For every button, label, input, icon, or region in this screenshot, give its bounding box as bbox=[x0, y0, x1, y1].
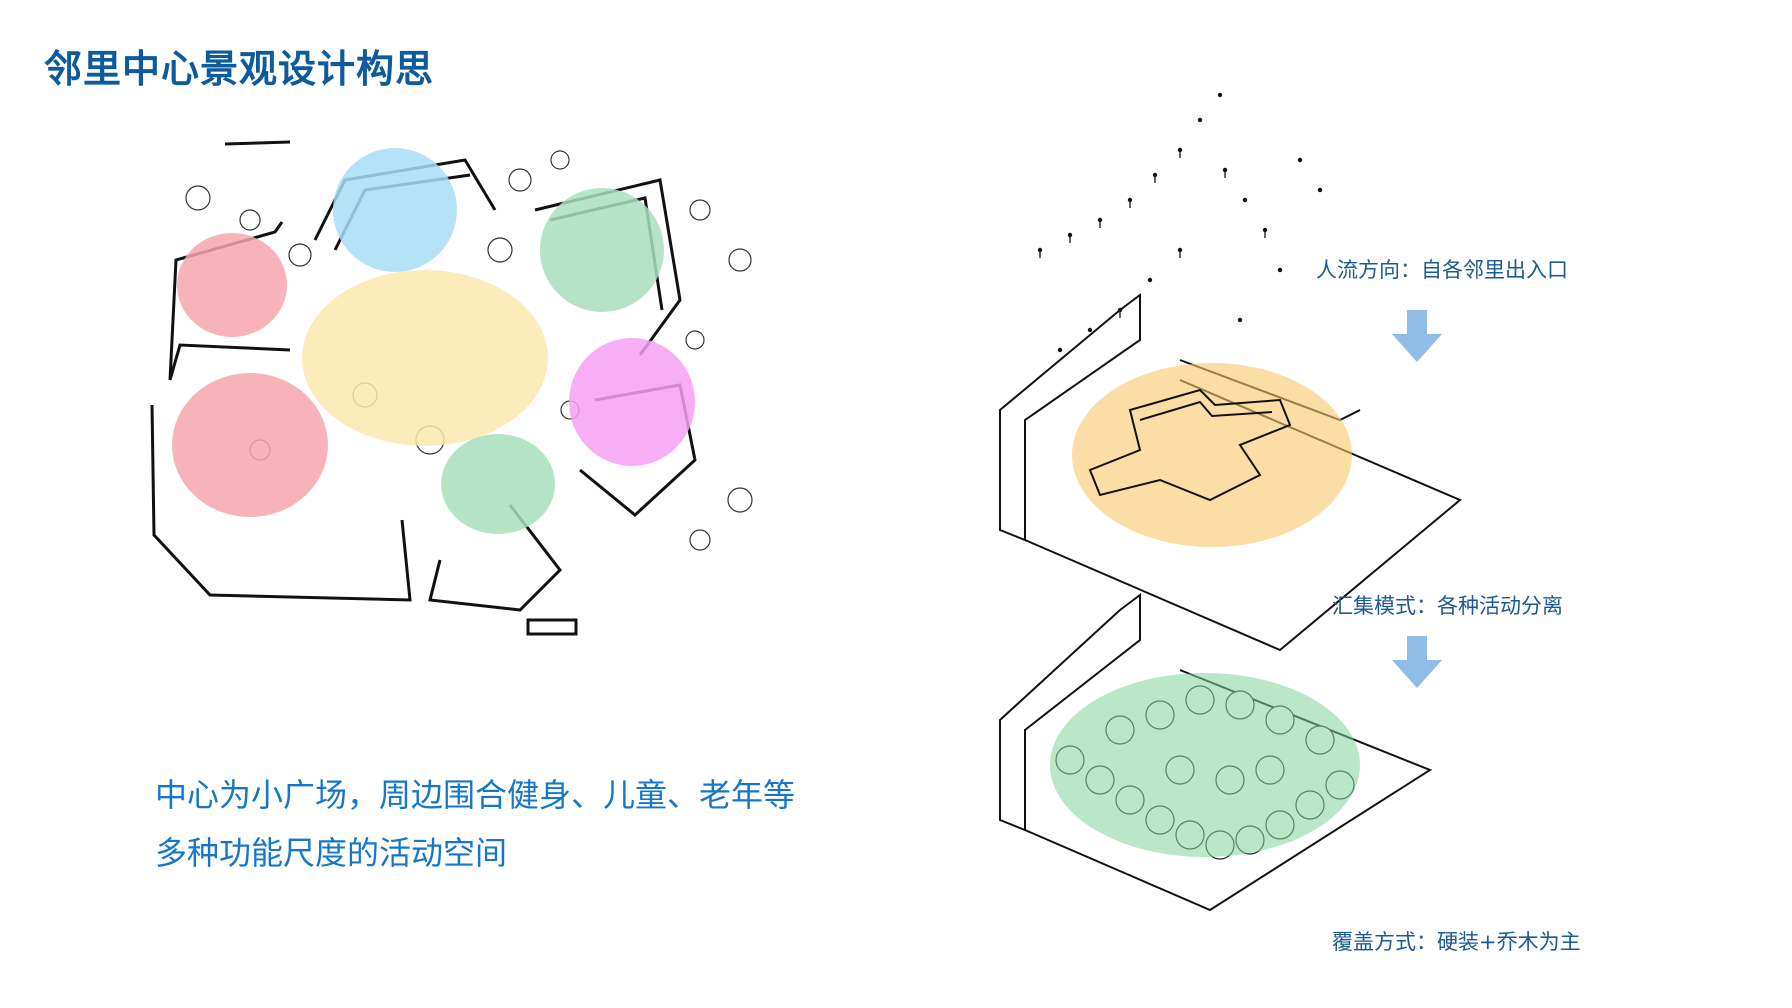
zone-magenta bbox=[569, 338, 695, 466]
step-label-people-flow: 人流方向：自各邻里出入口 bbox=[1316, 258, 1568, 282]
layer3-building bbox=[999, 593, 1141, 832]
zone-red-large bbox=[172, 373, 328, 517]
plaza-wall bbox=[1088, 388, 1292, 502]
people-mark bbox=[1242, 197, 1248, 203]
people-mark bbox=[1317, 187, 1323, 193]
people-mark bbox=[1297, 157, 1303, 163]
down-arrow-icon bbox=[1392, 310, 1442, 362]
caption-line-1: 中心为小广场，周边围合健身、儿童、老年等 bbox=[155, 776, 796, 814]
zone-yellow-center bbox=[302, 270, 548, 446]
step-label-coverage: 覆盖方式：硬装+乔木为主 bbox=[1332, 930, 1581, 954]
plan-tree-mark bbox=[288, 243, 312, 267]
plan-wall-w bbox=[168, 343, 291, 381]
plan-wall-se bbox=[428, 504, 562, 612]
plan-tree-mark bbox=[728, 248, 752, 272]
plan-tree-mark bbox=[550, 150, 570, 170]
people-flow-layer bbox=[1037, 92, 1323, 353]
plan-tree-mark bbox=[689, 199, 711, 221]
plan-tree-mark bbox=[185, 185, 211, 211]
site-plan bbox=[150, 140, 753, 636]
step-label-gathering: 汇集模式：各种活动分离 bbox=[1332, 594, 1563, 618]
plan-tree-mark bbox=[239, 209, 261, 231]
down-arrow-icon bbox=[1392, 636, 1442, 688]
people-mark bbox=[1237, 317, 1243, 323]
zone-green-s bbox=[441, 434, 555, 534]
caption-line-2: 多种功能尺度的活动空间 bbox=[155, 834, 508, 872]
plan-tree-mark bbox=[487, 237, 513, 263]
page-title: 邻里中心景观设计构思 bbox=[44, 47, 435, 91]
plan-tree-mark bbox=[727, 487, 753, 513]
people-mark bbox=[1147, 277, 1153, 283]
people-mark bbox=[1197, 117, 1203, 123]
zone-tree-cover bbox=[1050, 673, 1360, 857]
layer2-building bbox=[999, 293, 1141, 542]
plan-tree-mark bbox=[508, 168, 532, 192]
plan-tree-mark bbox=[689, 529, 711, 551]
zone-red-small bbox=[177, 233, 287, 337]
people-mark bbox=[1087, 327, 1093, 333]
plan-bench bbox=[526, 618, 578, 636]
plan-wall-sw bbox=[150, 404, 412, 602]
zone-blue bbox=[333, 148, 457, 272]
plaza-wall-inner bbox=[1139, 400, 1273, 421]
zone-green-ne bbox=[540, 188, 664, 312]
people-mark bbox=[1277, 267, 1283, 273]
plan-wall-top bbox=[224, 140, 291, 146]
axonometric-diagram bbox=[999, 92, 1462, 912]
zone-gather-plaza bbox=[1072, 363, 1352, 547]
people-mark bbox=[1217, 92, 1223, 98]
plan-tree-mark bbox=[685, 330, 705, 350]
people-mark bbox=[1057, 347, 1063, 353]
caption: 中心为小广场，周边围合健身、儿童、老年等 多种功能尺度的活动空间 bbox=[155, 766, 795, 882]
